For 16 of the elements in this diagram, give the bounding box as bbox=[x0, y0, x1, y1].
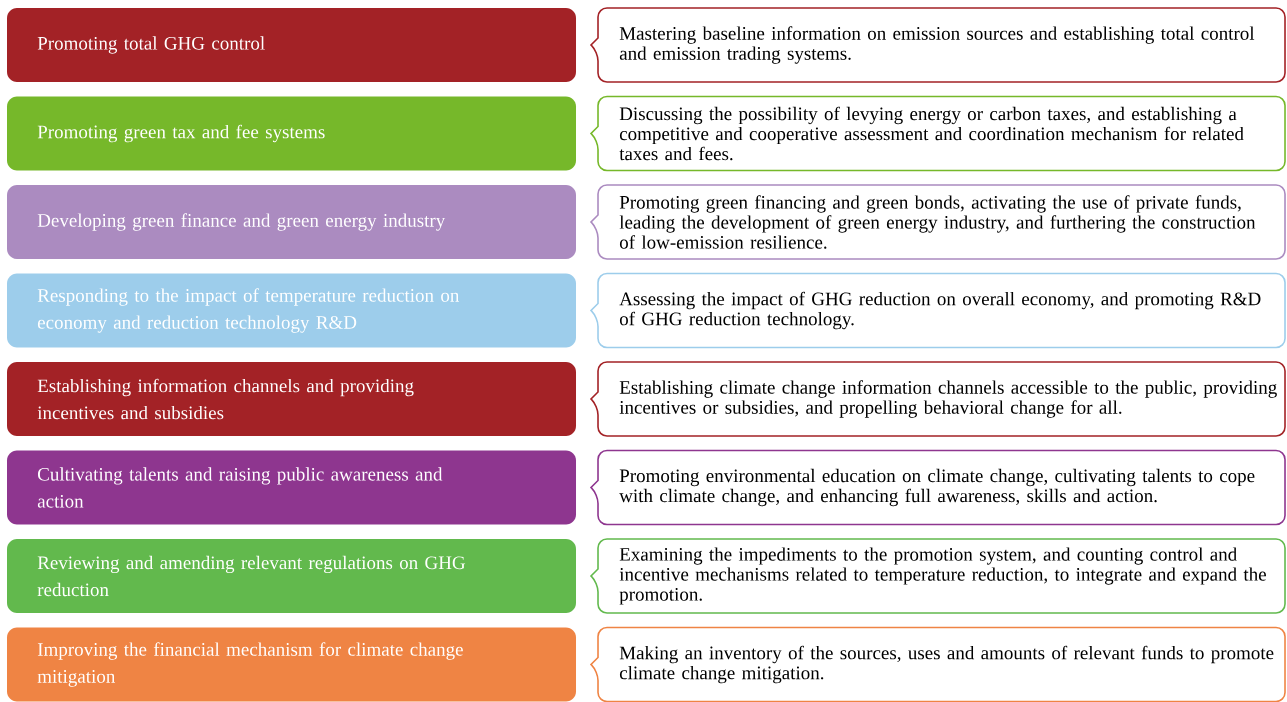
description-box: Examining the impediments to the promotion system, and counting control and incentive mechanisms related to temperature reduction, to integrate and expand the promotion. bbox=[590, 538, 1286, 614]
description-box: Making an inventory of the sources, uses and amounts of relevant funds to promote climate change mitigation. bbox=[590, 626, 1286, 702]
category-box: Promoting total GHG control bbox=[7, 8, 576, 82]
description-box: Assessing the impact of GHG reduction on overall economy, and promoting R&D of GHG reduction technology. bbox=[590, 272, 1286, 349]
category-box: Establishing information channels and providing incentives and subsidies bbox=[7, 362, 576, 436]
category-box: Improving the financial mechanism for climate change mitigation bbox=[7, 627, 576, 702]
description-box: Discussing the possibility of levying energy or carbon taxes, and establishing a competitive and cooperative assessment and coordination mechanism for related taxes and fees. bbox=[590, 95, 1286, 172]
category-box: Reviewing and amending relevant regulations on GHG reduction bbox=[7, 539, 576, 613]
description-box: Promoting environmental education on climate change, cultivating talents to cope with climate change, and enhancing full awareness, skills and action. bbox=[590, 449, 1286, 526]
category-box: Cultivating talents and raising public awareness and action bbox=[7, 450, 576, 525]
description-box: Promoting green financing and green bonds, activating the use of private funds, leading the development of green energy industry, and furthering the construction of low-emission resilience. bbox=[590, 184, 1286, 260]
description-box: Establishing climate change information channels accessible to the public, providing incentives or subsidies, and propelling behavioral change for all. bbox=[590, 361, 1286, 437]
category-box: Responding to the impact of temperature reduction on economy and reduction technology R&D bbox=[7, 273, 576, 348]
description-box: Mastering baseline information on emission sources and establishing total control and emission trading systems. bbox=[590, 7, 1286, 83]
category-box: Developing green finance and green energy industry bbox=[7, 185, 576, 259]
category-box: Promoting green tax and fee systems bbox=[7, 96, 576, 171]
